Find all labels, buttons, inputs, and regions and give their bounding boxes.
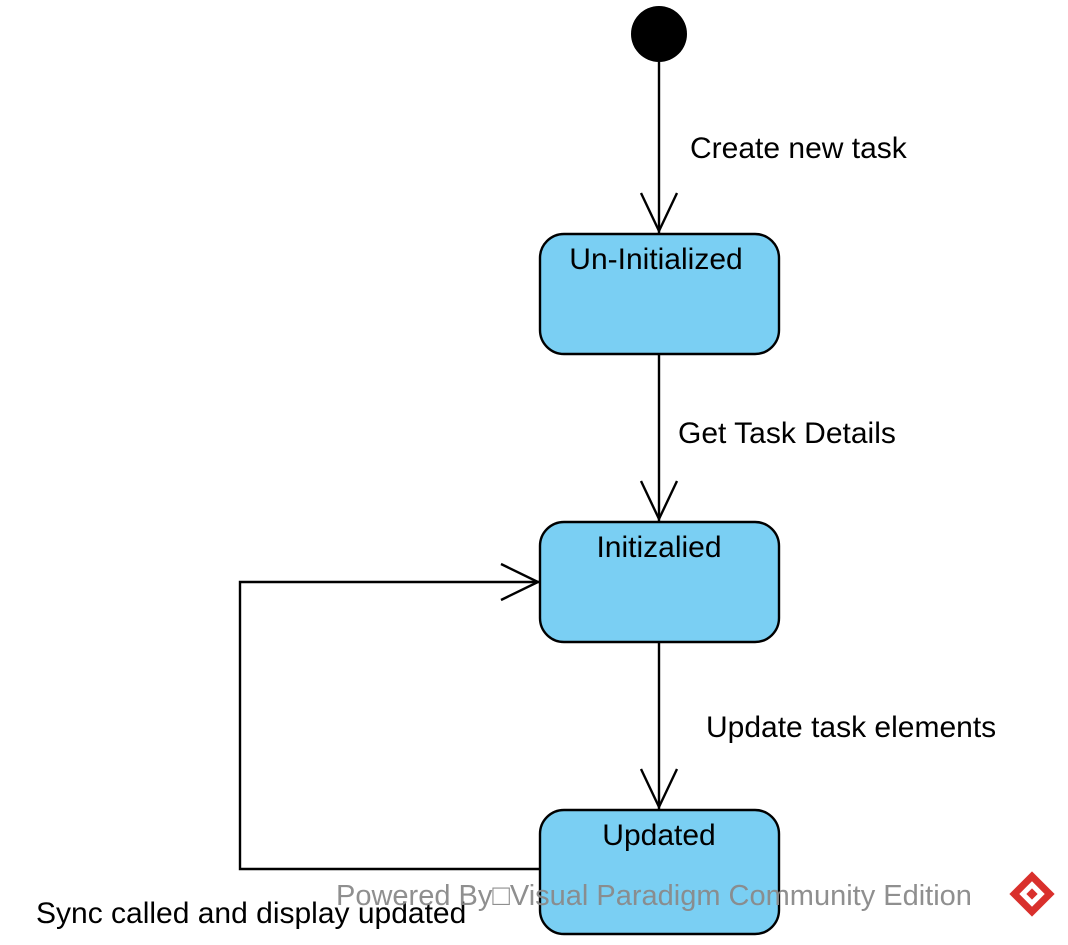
arrowhead-icon (639, 768, 679, 810)
transition-create-new-task (639, 62, 679, 234)
transition-update-task-elements (639, 642, 679, 810)
transition-label-get-task-details: Get Task Details (678, 417, 896, 450)
state-initizalied: Initizalied (538, 520, 781, 644)
state-label-updated: Updated (602, 819, 715, 852)
arrowhead-icon (639, 192, 679, 234)
visual-paradigm-logo-icon (1009, 871, 1055, 917)
arrowhead-icon (500, 562, 541, 602)
transition-label-update-task-elements: Update task elements (706, 711, 996, 744)
transition-sync-called (238, 562, 541, 871)
arrowhead-icon (639, 480, 679, 522)
state-updated: Updated (538, 808, 781, 936)
state-label-initizalied: Initizalied (596, 531, 721, 564)
transition-label-sync-called: Sync called and display updated (36, 897, 466, 930)
state-label-un-initialized: Un-Initialized (569, 243, 742, 276)
watermark-text: Powered By□Visual Paradigm Community Edi… (336, 880, 972, 912)
transition-label-create-new-task: Create new task (690, 132, 908, 165)
initial-state-node (631, 6, 687, 62)
transition-get-task-details (639, 354, 679, 522)
state-un-initialized: Un-Initialized (538, 232, 781, 356)
